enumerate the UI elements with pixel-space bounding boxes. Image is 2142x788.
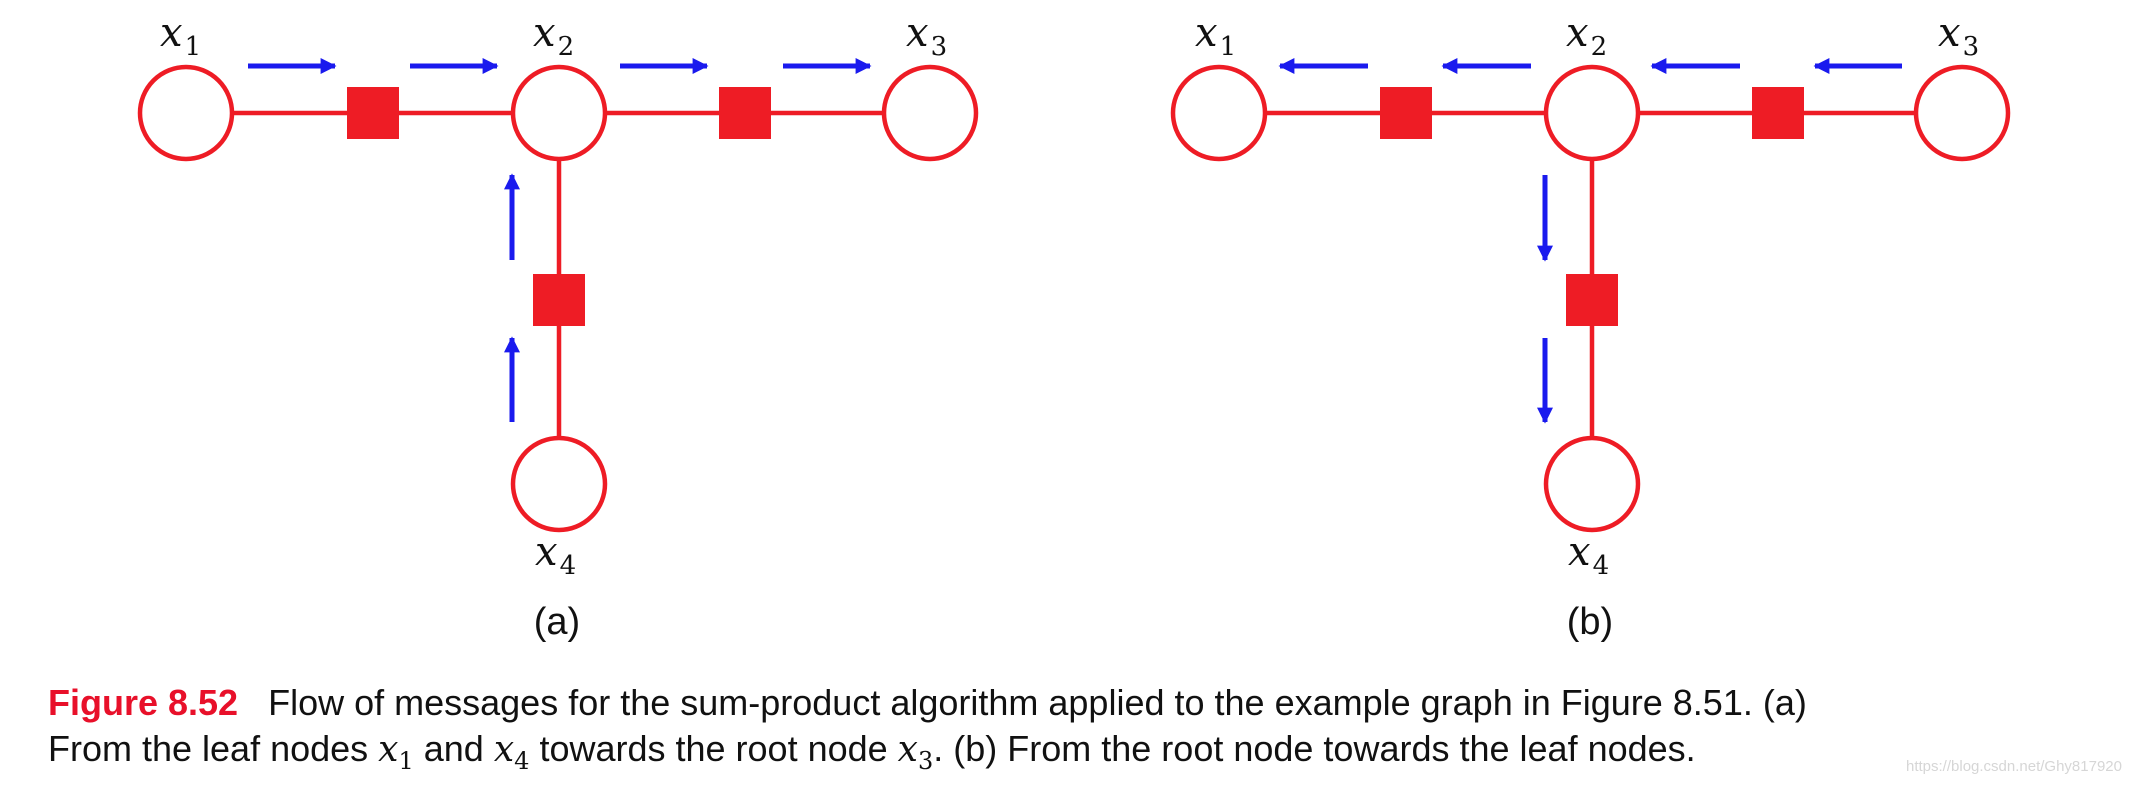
math-x1: x1 bbox=[378, 729, 414, 776]
panel-a: x1 x2 x3 x4 (a) bbox=[137, 10, 979, 643]
node-label-b-x1: x1 bbox=[1195, 10, 1236, 62]
caption-text-1: Flow of messages for the sum-product alg… bbox=[268, 682, 1807, 723]
panel-label-a: (a) bbox=[534, 601, 580, 643]
variable-node-a-x2 bbox=[510, 64, 608, 162]
variable-node-a-x3 bbox=[881, 64, 979, 162]
variable-node-a-x1 bbox=[137, 64, 235, 162]
factor-node-b-23 bbox=[1752, 87, 1804, 139]
factor-node-b-12 bbox=[1380, 87, 1432, 139]
figure-number: Figure 8.52 bbox=[48, 682, 239, 723]
variable-node-a-x4 bbox=[510, 435, 608, 533]
figure-diagram: x1 x2 x3 x4 (a) x1 x2 x3 x4 (b) bbox=[137, 10, 2011, 643]
node-label-b-x2: x2 bbox=[1566, 10, 1607, 62]
factor-node-a-23 bbox=[719, 87, 771, 139]
node-label-a-x3: x3 bbox=[906, 10, 947, 62]
panel-b: x1 x2 x3 x4 (b) bbox=[1170, 10, 2011, 643]
variable-node-b-x1 bbox=[1170, 64, 1268, 162]
caption-text: . (b) From the root node towards the lea… bbox=[933, 728, 1696, 769]
math-x3: x3 bbox=[897, 729, 934, 776]
node-label-a-x4: x4 bbox=[535, 529, 576, 581]
math-x4: x4 bbox=[493, 729, 530, 776]
watermark-text: https://blog.csdn.net/Ghy817920 bbox=[1906, 758, 2122, 775]
factor-node-a-24 bbox=[533, 274, 585, 326]
node-label-a-x1: x1 bbox=[160, 10, 201, 62]
node-label-b-x3: x3 bbox=[1938, 10, 1979, 62]
panel-label-b: (b) bbox=[1567, 601, 1613, 643]
caption-text: towards the root node bbox=[529, 728, 898, 769]
factor-node-b-24 bbox=[1566, 274, 1618, 326]
factor-node-a-12 bbox=[347, 87, 399, 139]
variable-node-b-x3 bbox=[1913, 64, 2011, 162]
caption-text: and bbox=[413, 728, 494, 769]
node-label-a-x2: x2 bbox=[533, 10, 574, 62]
caption-line-2: From the leaf nodes x1 and x4 towards th… bbox=[48, 726, 2108, 784]
variable-node-b-x4 bbox=[1543, 435, 1641, 533]
caption-line-1: Figure 8.52 Flow of messages for the sum-… bbox=[48, 680, 2108, 726]
caption-text: From the leaf nodes bbox=[48, 728, 379, 769]
figure-caption: Figure 8.52 Flow of messages for the sum-… bbox=[48, 680, 2108, 784]
variable-node-b-x2 bbox=[1543, 64, 1641, 162]
node-label-b-x4: x4 bbox=[1568, 529, 1609, 581]
